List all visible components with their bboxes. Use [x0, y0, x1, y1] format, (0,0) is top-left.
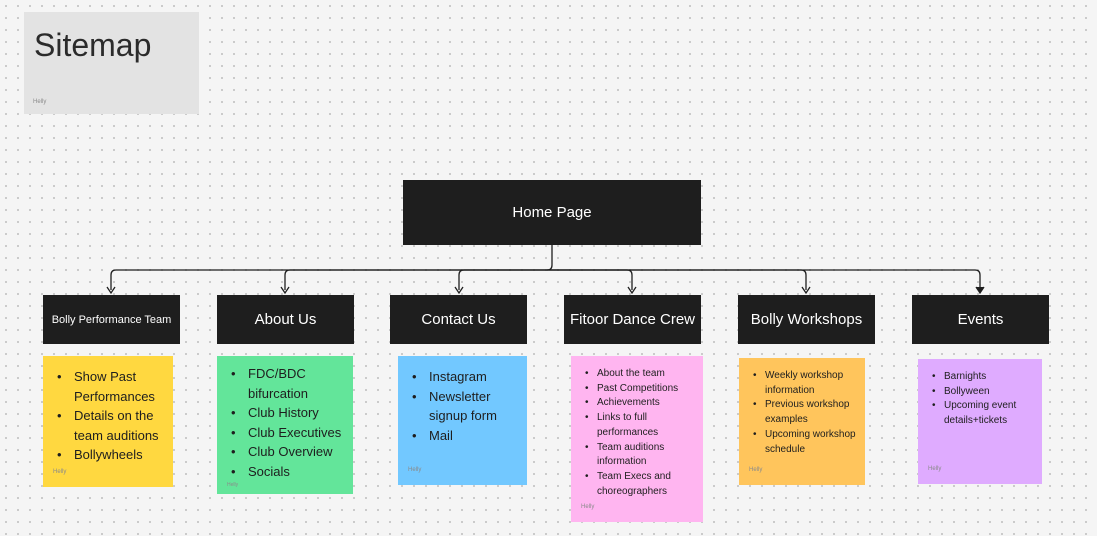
list-item: Bollyween — [918, 385, 1042, 400]
list-item: Weekly workshop information — [739, 369, 865, 398]
list-item: Socials — [217, 462, 353, 482]
list-item: Barnights — [918, 370, 1042, 385]
list-item: Show Past Performances — [43, 367, 173, 406]
sticky-note-bolly-performance-team[interactable]: Show Past Performances Details on the te… — [43, 356, 173, 487]
list-item: Team auditions information — [571, 441, 703, 470]
arrowhead — [975, 286, 985, 295]
node-about-us[interactable]: About Us — [217, 295, 354, 344]
connector-to-about-us — [284, 269, 552, 290]
list-item: Newsletter signup form — [398, 387, 527, 426]
list-item: Club Overview — [217, 442, 353, 462]
arrowhead — [106, 286, 116, 295]
home-page-node[interactable]: Home Page — [403, 180, 701, 245]
list-item: Team Execs and choreographers — [571, 470, 703, 499]
list-item: Past Competitions — [571, 382, 703, 397]
arrowhead — [801, 286, 811, 295]
connector-to-fitoor-dance-crew — [552, 269, 633, 290]
node-contact-us[interactable]: Contact Us — [390, 295, 527, 344]
connector-to-contact-us — [458, 269, 552, 290]
sticky-note-contact-us[interactable]: Instagram Newsletter signup form Mail He… — [398, 356, 527, 485]
sticky-note-events[interactable]: Barnights Bollyween Upcoming event detai… — [918, 359, 1042, 484]
node-bolly-performance-team[interactable]: Bolly Performance Team — [43, 295, 180, 344]
sticky-list: Show Past Performances Details on the te… — [43, 356, 173, 465]
list-item: Upcoming workshop schedule — [739, 428, 865, 457]
sticky-list: Instagram Newsletter signup form Mail — [398, 356, 527, 445]
list-item: Achievements — [571, 396, 703, 411]
list-item: Upcoming event details+tickets — [918, 399, 1042, 428]
connector-to-bolly-workshops — [552, 269, 807, 290]
sticky-note-about-us[interactable]: FDC/BDC bifurcation Club History Club Ex… — [217, 356, 353, 494]
list-item: Bollywheels — [43, 445, 173, 465]
node-fitoor-dance-crew[interactable]: Fitoor Dance Crew — [564, 295, 701, 344]
author-label: Helly — [408, 467, 422, 473]
sticky-list: FDC/BDC bifurcation Club History Club Ex… — [217, 356, 353, 481]
list-item: Instagram — [398, 367, 527, 387]
connector-to-events — [552, 269, 981, 290]
arrowhead — [627, 286, 637, 295]
connector-to-bolly-performance-team — [110, 269, 552, 290]
author-label: Helly — [227, 482, 239, 488]
list-item: About the team — [571, 367, 703, 382]
list-item: Mail — [398, 426, 527, 446]
page-title: Sitemap — [34, 27, 152, 63]
sticky-list: Barnights Bollyween Upcoming event detai… — [918, 359, 1042, 429]
author-label: Helly — [33, 99, 47, 105]
sticky-note-bolly-workshops[interactable]: Weekly workshop information Previous wor… — [739, 358, 865, 485]
node-events[interactable]: Events — [912, 295, 1049, 344]
sticky-list: Weekly workshop information Previous wor… — [739, 358, 865, 457]
sticky-note-fitoor-dance-crew[interactable]: About the team Past Competitions Achieve… — [571, 356, 703, 522]
sticky-list: About the team Past Competitions Achieve… — [571, 356, 703, 499]
author-label: Helly — [53, 469, 67, 475]
list-item: Previous workshop examples — [739, 398, 865, 427]
list-item: Details on the team auditions — [43, 406, 173, 445]
arrowhead — [454, 286, 464, 295]
author-label: Helly — [581, 504, 595, 510]
connector-trunk — [546, 245, 553, 271]
sitemap-title-card[interactable]: Sitemap Helly — [24, 12, 199, 114]
arrowhead — [280, 286, 290, 295]
author-label: Helly — [749, 467, 763, 473]
list-item: Links to full performances — [571, 411, 703, 440]
list-item: Club Executives — [217, 423, 353, 443]
list-item: FDC/BDC bifurcation — [217, 364, 353, 403]
node-bolly-workshops[interactable]: Bolly Workshops — [738, 295, 875, 344]
author-label: Helly — [928, 466, 942, 472]
list-item: Club History — [217, 403, 353, 423]
